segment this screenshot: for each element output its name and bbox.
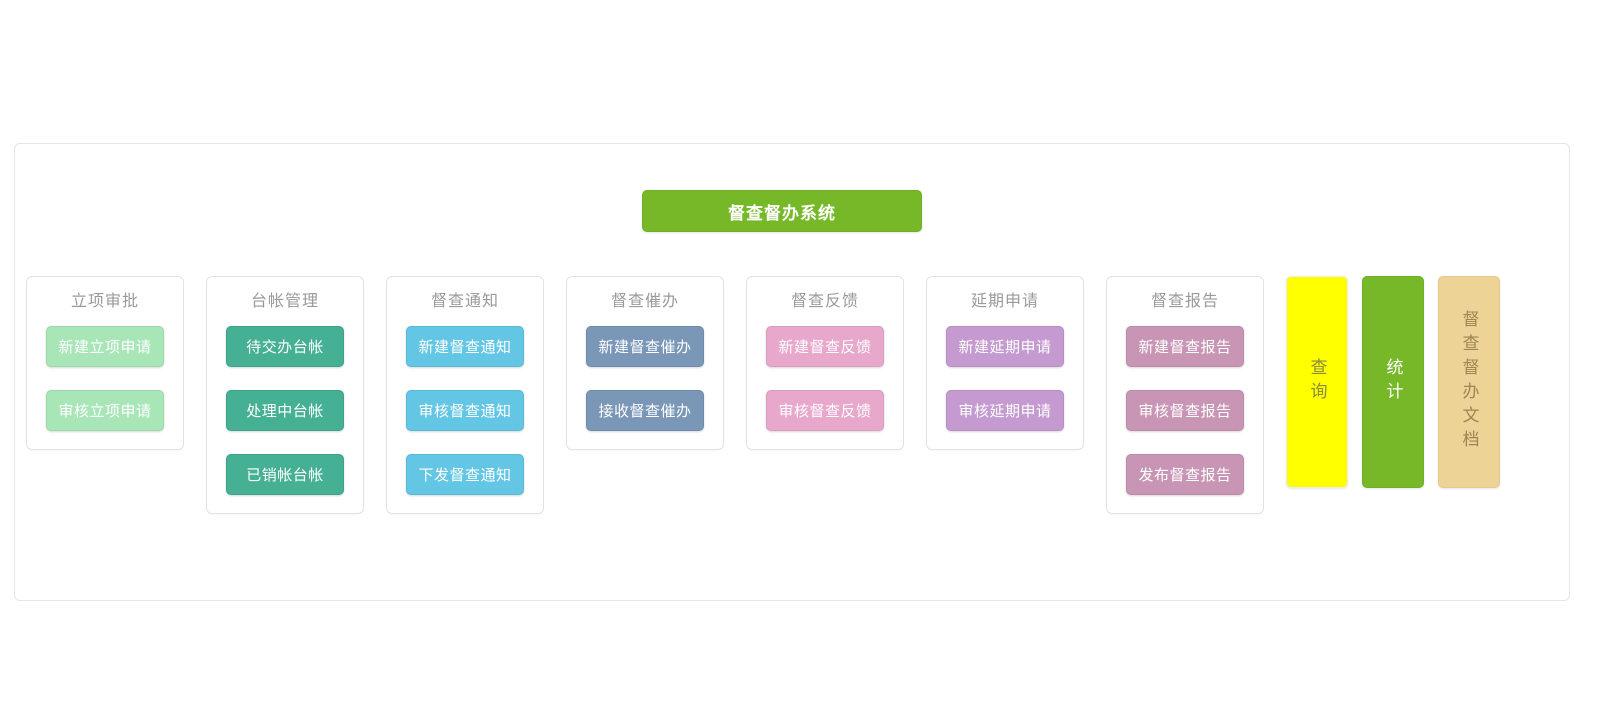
module-action-button[interactable]: 新建督查通知	[406, 326, 524, 367]
module-card-3: 督查通知新建督查通知审核督查通知下发督查通知	[386, 276, 544, 514]
module-action-button[interactable]: 新建督查反馈	[766, 326, 884, 367]
module-action-button[interactable]: 发布督查报告	[1126, 454, 1244, 495]
module-card-7: 督查报告新建督查报告审核督查报告发布督查报告	[1106, 276, 1264, 514]
module-action-button[interactable]: 处理中台帐	[226, 390, 344, 431]
module-action-button[interactable]: 下发督查通知	[406, 454, 524, 495]
module-card-6: 延期申请新建延期申请审核延期申请	[926, 276, 1084, 450]
module-title: 台帐管理	[250, 293, 319, 310]
module-title: 督查通知	[430, 293, 499, 310]
module-action-button[interactable]: 新建督查催办	[586, 326, 704, 367]
module-action-button[interactable]: 待交办台帐	[226, 326, 344, 367]
module-action-button[interactable]: 审核督查通知	[406, 390, 524, 431]
module-action-button[interactable]: 审核督查反馈	[766, 390, 884, 431]
module-title: 督查催办	[610, 293, 679, 310]
module-columns-row: 立项审批新建立项申请审核立项申请台帐管理待交办台帐处理中台帐已销帐台帐督查通知新…	[26, 276, 1574, 514]
side-panel-stats[interactable]: 统计	[1362, 276, 1424, 488]
module-title: 督查反馈	[790, 293, 859, 310]
module-action-button[interactable]: 审核督查报告	[1126, 390, 1244, 431]
module-action-button[interactable]: 已销帐台帐	[226, 454, 344, 495]
module-title: 督查报告	[1150, 293, 1219, 310]
module-card-1: 立项审批新建立项申请审核立项申请	[26, 276, 184, 450]
module-action-button[interactable]: 审核立项申请	[46, 390, 164, 431]
module-card-2: 台帐管理待交办台帐处理中台帐已销帐台帐	[206, 276, 364, 514]
module-card-4: 督查催办新建督查催办接收督查催办	[566, 276, 724, 450]
side-panel-label: 督查督办文档	[1459, 310, 1479, 454]
module-action-button[interactable]: 新建延期申请	[946, 326, 1064, 367]
system-title-text: 督查督办系统	[728, 203, 836, 223]
module-title: 立项审批	[70, 293, 139, 310]
side-panel-label: 查询	[1307, 358, 1327, 406]
module-title: 延期申请	[970, 293, 1039, 310]
side-panel-docs[interactable]: 督查督办文档	[1438, 276, 1500, 488]
module-action-button[interactable]: 新建督查报告	[1126, 326, 1244, 367]
side-panel-label: 统计	[1383, 358, 1403, 406]
module-action-button[interactable]: 接收督查催办	[586, 390, 704, 431]
module-action-button[interactable]: 审核延期申请	[946, 390, 1064, 431]
side-panel-query[interactable]: 查询	[1286, 276, 1348, 488]
system-title-banner: 督查督办系统	[642, 190, 922, 232]
module-card-5: 督查反馈新建督查反馈审核督查反馈	[746, 276, 904, 450]
module-action-button[interactable]: 新建立项申请	[46, 326, 164, 367]
